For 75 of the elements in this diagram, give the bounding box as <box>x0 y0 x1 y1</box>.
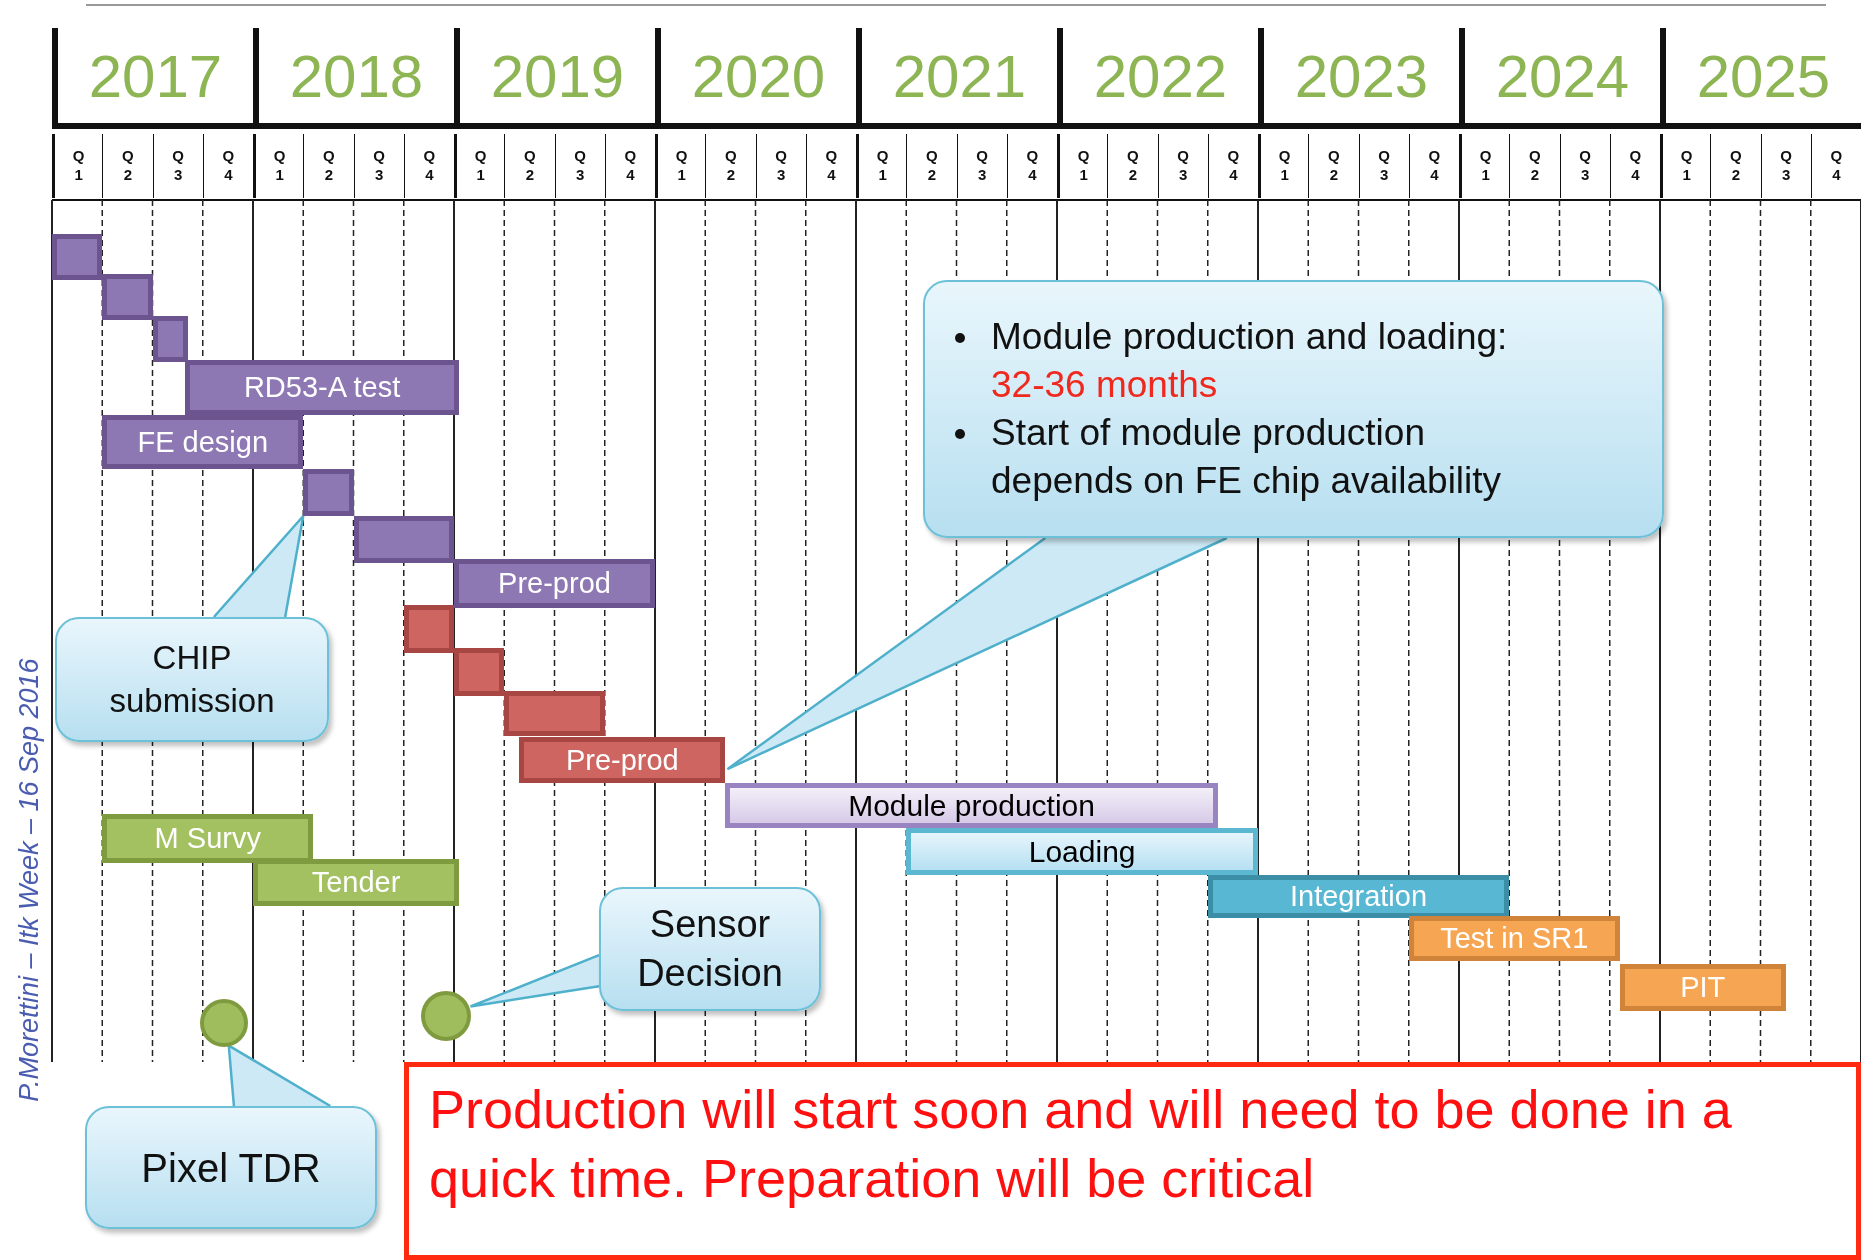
quarter-label: Q 1 <box>674 147 689 185</box>
quarter-label: Q 4 <box>1025 147 1040 185</box>
task-block <box>403 605 454 653</box>
quarter-label: Q 3 <box>573 147 587 185</box>
quarter-label: Q 3 <box>1578 147 1592 185</box>
task-block <box>152 316 188 362</box>
callout-text: 32-36 months <box>991 362 1218 407</box>
quarter-label: Q 2 <box>925 147 939 185</box>
task-block <box>52 234 103 280</box>
task-block <box>303 469 354 516</box>
quarter-label: Q 1 <box>875 147 890 185</box>
task-bar: Integration <box>1207 875 1510 918</box>
quarter-label: Q 2 <box>523 147 537 185</box>
quarter-label: Q 1 <box>71 147 86 185</box>
task-bar: Module production <box>725 783 1218 828</box>
quarter-label: Q 1 <box>1478 147 1493 185</box>
quarter-label: Q 3 <box>975 147 989 185</box>
year-label: 2021 <box>892 41 1027 111</box>
quarter-label: Q 2 <box>724 147 738 185</box>
year-label: 2017 <box>88 41 223 111</box>
quarter-label: Q 2 <box>121 147 135 185</box>
callout-text: Start of module production depends on FE chip availability <box>991 411 1503 504</box>
quarter-label: Q 3 <box>1176 147 1190 185</box>
quarter-label: Q 1 <box>272 147 287 185</box>
task-bar: Pre-prod <box>519 737 726 783</box>
quarter-label: Q 4 <box>221 147 236 185</box>
milestone-circle <box>200 999 248 1047</box>
task-bar: PIT <box>1619 964 1786 1011</box>
quarter-label: Q 4 <box>1226 147 1241 185</box>
quarter-label: Q 4 <box>824 147 839 185</box>
milestone-circle <box>421 991 471 1041</box>
year-label: 2020 <box>691 41 826 111</box>
quarter-label: Q 1 <box>1277 147 1292 185</box>
quarter-label: Q 2 <box>1528 147 1542 185</box>
task-block <box>504 691 605 736</box>
author-note: P.Morettini – Itk Week – 16 Sep 2016 <box>13 657 45 1104</box>
task-block <box>353 516 454 563</box>
quarter-label: Q 4 <box>1829 147 1844 185</box>
quarter-label: Q 4 <box>1427 147 1442 185</box>
quarter-label: Q 2 <box>1729 147 1743 185</box>
task-bar: FE design <box>102 415 304 469</box>
year-label: 2024 <box>1495 41 1630 111</box>
quarter-label: Q 2 <box>1327 147 1341 185</box>
quarter-label: Q 4 <box>623 147 638 185</box>
quarter-label: Q 4 <box>422 147 437 185</box>
note-box: Production will start soon and will need to be done in a quick time. Preparation will be critical <box>404 1062 1861 1260</box>
task-bar: RD53-A test <box>185 360 459 415</box>
quarter-label: Q 3 <box>372 147 386 185</box>
quarter-label: Q 3 <box>1779 147 1793 185</box>
task-block <box>454 648 505 696</box>
task-bar: Tender <box>253 859 459 906</box>
task-bar: M Survy <box>102 814 314 863</box>
year-label: 2019 <box>490 41 625 111</box>
quarter-label: Q 3 <box>774 147 788 185</box>
callout-bubble <box>923 280 1664 538</box>
quarter-label: Q 2 <box>322 147 336 185</box>
year-label: 2018 <box>289 41 424 111</box>
task-block <box>102 274 153 320</box>
year-label: 2023 <box>1294 41 1429 111</box>
callout-text: Module production and loading: <box>991 314 1508 359</box>
quarter-label: Q 2 <box>1126 147 1140 185</box>
callout-bubble: Pixel TDR <box>85 1106 377 1229</box>
quarter-label: Q 4 <box>1628 147 1643 185</box>
callout-bubble: CHIP submission <box>55 617 329 742</box>
quarter-label: Q 1 <box>1076 147 1091 185</box>
task-bar: Pre-prod <box>454 559 655 608</box>
callout-bubble: Sensor Decision <box>599 887 821 1011</box>
quarter-label: Q 1 <box>473 147 488 185</box>
year-label: 2022 <box>1093 41 1228 111</box>
year-label: 2025 <box>1696 41 1831 111</box>
task-bar: Loading <box>906 828 1258 875</box>
quarter-label: Q 1 <box>1679 147 1694 185</box>
quarter-label: Q 3 <box>171 147 185 185</box>
task-bar: Test in SR1 <box>1408 916 1620 961</box>
quarter-label: Q 3 <box>1377 147 1391 185</box>
